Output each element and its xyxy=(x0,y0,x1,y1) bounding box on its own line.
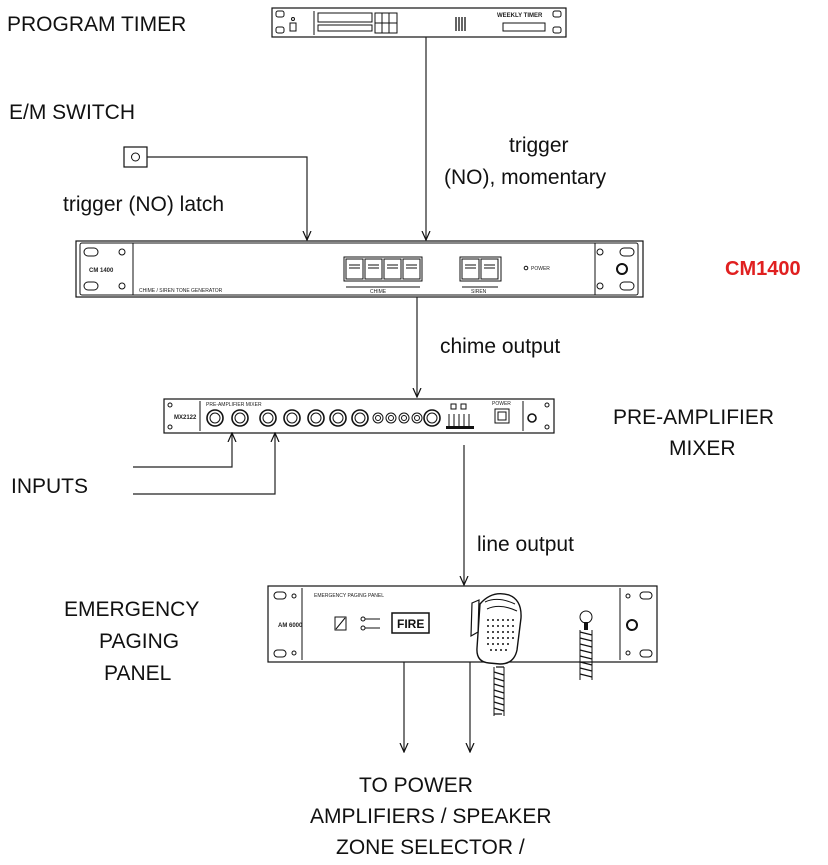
emergency-label-2: PAGING xyxy=(99,630,179,653)
preamp-label-2: MIXER xyxy=(669,437,736,460)
em-switch-box xyxy=(123,146,148,168)
signal-wires xyxy=(133,37,470,752)
cm1400-model: CM 1400 xyxy=(89,268,114,274)
mixer-power-label: POWER xyxy=(492,401,511,407)
mixer-unit: MX2122 PRE-AMPLIFIER MIXER POWER xyxy=(163,398,555,434)
fire-label: FIRE xyxy=(397,617,424,631)
panel-model: AM 6000 xyxy=(278,623,303,629)
line-output-label: line output xyxy=(477,533,574,556)
emergency-label-3: PANEL xyxy=(104,662,171,685)
inputs-label: INPUTS xyxy=(11,475,88,498)
weekly-timer-unit: WEEKLY TIMER xyxy=(271,7,567,38)
cm1400-unit: CM 1400 CHIME / SIREN TONE GENERATOR CHI… xyxy=(75,240,644,298)
cm1400-desc: CHIME / SIREN TONE GENERATOR xyxy=(139,288,223,294)
to-power-label-2: AMPLIFIERS / SPEAKER xyxy=(310,805,552,828)
trigger-latch-label: trigger (NO) latch xyxy=(63,193,224,216)
panel-header: EMERGENCY PAGING PANEL xyxy=(314,593,384,599)
em-switch-label: E/M SWITCH xyxy=(9,101,135,124)
emergency-panel-unit: AM 6000 EMERGENCY PAGING PANEL FIRE xyxy=(267,585,658,663)
siren-buttons xyxy=(459,256,502,282)
siren-label: SIREN xyxy=(471,289,487,295)
to-power-label-1: TO POWER xyxy=(359,774,473,797)
timer-face-label: WEEKLY TIMER xyxy=(497,13,543,19)
mixer-model: MX2122 xyxy=(174,415,197,421)
cm1400-title: CM1400 xyxy=(725,258,801,280)
mixer-header: PRE-AMPLIFIER MIXER xyxy=(206,402,262,408)
trigger-momentary-label-2: (NO), momentary xyxy=(444,166,607,189)
mixer-knobs xyxy=(206,409,441,427)
chime-buttons xyxy=(343,256,423,282)
program-timer-label: PROGRAM TIMER xyxy=(7,13,186,36)
paging-microphone-icon xyxy=(470,592,522,716)
gooseneck-mic-icon xyxy=(579,610,593,680)
chime-label: CHIME xyxy=(370,289,387,295)
cm1400-power-label: POWER xyxy=(531,266,550,272)
to-power-label-3: ZONE SELECTOR / xyxy=(336,836,525,859)
preamp-label-1: PRE-AMPLIFIER xyxy=(613,406,774,429)
chime-output-label: chime output xyxy=(440,335,560,358)
trigger-momentary-label-1: trigger xyxy=(509,134,569,157)
emergency-label-1: EMERGENCY xyxy=(64,598,199,621)
